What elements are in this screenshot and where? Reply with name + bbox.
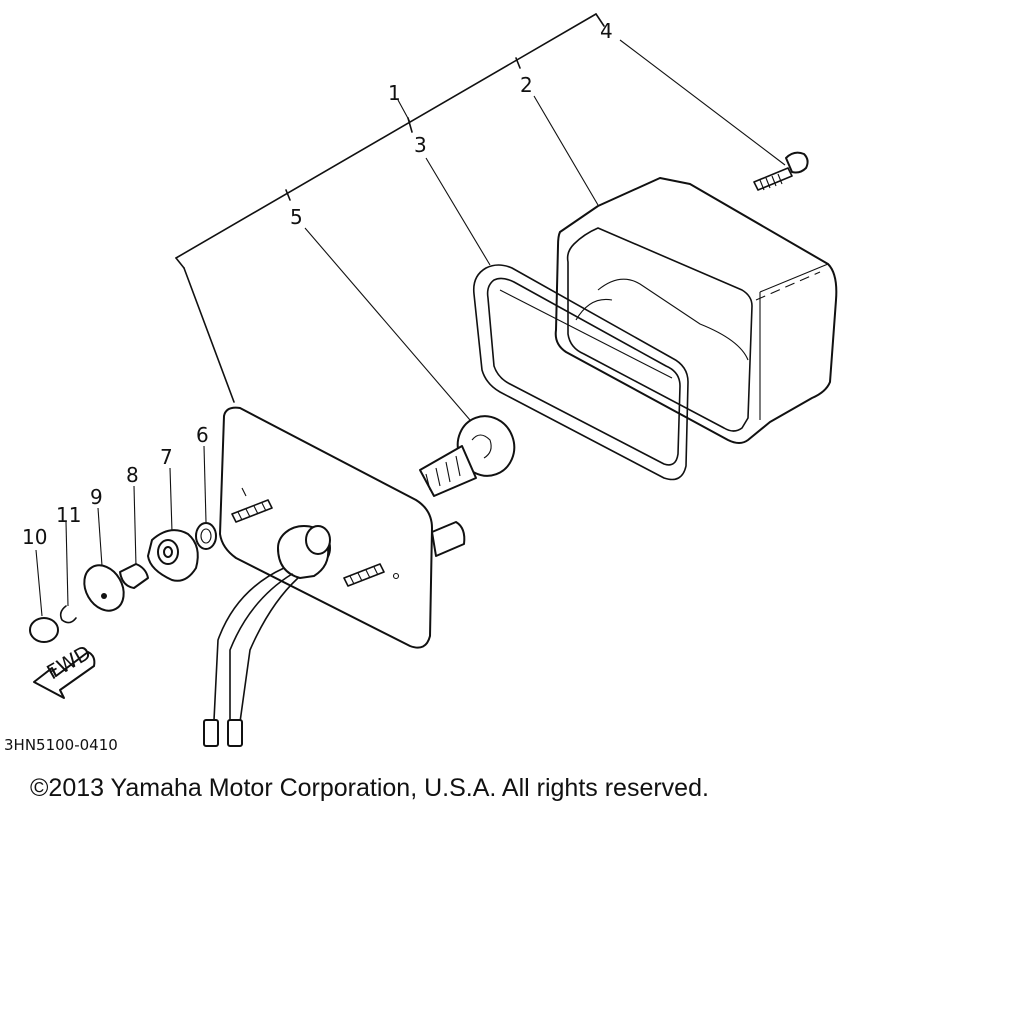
callout-labels: 1 2 3 4 5 6 7 8 9 10 11	[22, 19, 613, 549]
screw	[753, 151, 809, 191]
forward-arrow: FWD	[33, 640, 96, 699]
callout-9: 9	[90, 485, 103, 509]
gasket	[472, 264, 689, 481]
collar	[119, 563, 149, 589]
copyright-notice: ©2013 Yamaha Motor Corporation, U.S.A. A…	[30, 774, 709, 802]
diagram-code: 3HN5100-0410	[4, 736, 118, 754]
lens-housing	[554, 177, 838, 444]
spring-washer	[59, 605, 77, 624]
callout-5: 5	[290, 205, 303, 229]
assembly-brackets	[175, 13, 605, 403]
callout-4: 4	[600, 19, 613, 43]
lock-washer	[195, 522, 217, 550]
leader-lines	[35, 39, 786, 617]
washer	[83, 564, 125, 612]
callout-8: 8	[126, 463, 139, 487]
callout-7: 7	[160, 445, 173, 469]
callout-1: 1	[388, 81, 401, 105]
socket-and-wires	[203, 525, 331, 747]
bulb	[419, 415, 516, 497]
nut-cap	[29, 617, 59, 643]
studs	[231, 499, 385, 587]
base-plate	[219, 406, 466, 649]
callout-3: 3	[414, 133, 427, 157]
callout-10: 10	[22, 525, 47, 549]
callout-6: 6	[196, 423, 209, 447]
callout-11: 11	[56, 503, 81, 527]
small-parts	[29, 522, 217, 643]
callout-2: 2	[520, 73, 533, 97]
